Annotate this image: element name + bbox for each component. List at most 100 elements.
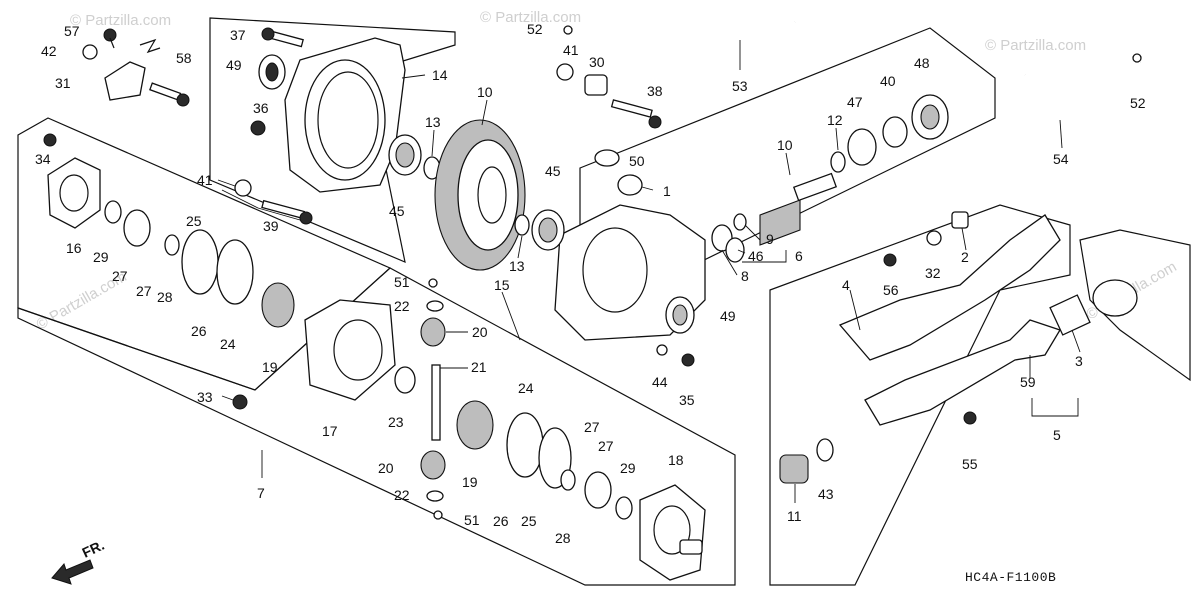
- part-label: 55: [962, 456, 978, 472]
- shim-29a: [104, 200, 122, 224]
- part-label: 45: [545, 163, 561, 179]
- bearing-45b-inner: [538, 217, 558, 243]
- case-bore-inner: [317, 71, 379, 169]
- part-label: 35: [679, 392, 695, 408]
- bolt-34: [43, 133, 57, 147]
- bolt-33: [232, 394, 248, 410]
- cover-18-stub: [679, 539, 703, 555]
- side-gear-19a: [261, 282, 295, 328]
- callout-33: [221, 395, 234, 401]
- clutch-24a: [216, 239, 254, 305]
- side-gear-19b: [456, 400, 494, 450]
- part-label: 34: [35, 151, 51, 167]
- part-label: 58: [176, 50, 192, 66]
- part-label: 43: [818, 486, 834, 502]
- callout-13a: [431, 129, 435, 157]
- cover-18-bore: [653, 505, 691, 555]
- washer-22a: [426, 300, 444, 312]
- part-label: 24: [518, 380, 534, 396]
- part-label: 19: [462, 474, 478, 490]
- part-label: 27: [584, 419, 600, 435]
- part-label: 32: [925, 265, 941, 281]
- collar-30: [584, 74, 608, 96]
- part-label: 10: [777, 137, 793, 153]
- clutch-24b: [506, 412, 544, 478]
- part-label: 40: [880, 73, 896, 89]
- part-label: 7: [257, 485, 265, 501]
- diff-case-17: [304, 299, 396, 401]
- breather-bracket-group: [82, 28, 190, 107]
- part-label: 25: [186, 213, 202, 229]
- front-arrow: FR.: [51, 537, 107, 585]
- washer-12: [830, 151, 846, 173]
- callout-41a: [217, 179, 236, 187]
- breather-hose-group: [556, 20, 796, 196]
- frame-outline: [1079, 229, 1191, 382]
- part-label: 49: [720, 308, 736, 324]
- part-label: 16: [66, 240, 82, 256]
- cover-16: [47, 157, 101, 229]
- spacer-23: [394, 366, 416, 394]
- part-label: 44: [652, 374, 668, 390]
- part-label: 59: [1020, 374, 1036, 390]
- pinion-20b: [420, 450, 446, 480]
- bolt-58-head: [176, 93, 190, 107]
- shim-28a: [164, 234, 180, 256]
- boot-4: [838, 214, 1061, 361]
- pinion-gear-10b: [759, 199, 801, 246]
- part-label: 53: [732, 78, 748, 94]
- part-label: 52: [1130, 95, 1146, 111]
- shaft-21: [431, 364, 441, 441]
- part-label: 30: [589, 54, 605, 70]
- o-ring-50: [594, 149, 620, 167]
- part-label: 9: [766, 231, 774, 247]
- part-label: 51: [394, 274, 410, 290]
- callout-54: [1059, 119, 1063, 149]
- part-label: 26: [493, 513, 509, 529]
- bolt-36: [250, 120, 266, 136]
- callout-46: [737, 249, 746, 254]
- bearing-45a-inner: [395, 142, 415, 168]
- callout-9: [744, 224, 761, 241]
- oil-seal-49-inner: [265, 62, 279, 82]
- driveshaft-boot-group: [779, 53, 1191, 484]
- part-label: 17: [322, 423, 338, 439]
- callout-10a: [481, 99, 488, 126]
- part-label: 3: [1075, 353, 1083, 369]
- part-label: 28: [157, 289, 173, 305]
- clutch-25a: [181, 229, 219, 295]
- part-label: 13: [509, 258, 525, 274]
- part-label: 47: [847, 94, 863, 110]
- shim-29b: [615, 496, 633, 520]
- part-label: 48: [914, 55, 930, 71]
- part-label: 29: [93, 249, 109, 265]
- part-label: 28: [555, 530, 571, 546]
- pinion-shaft: [792, 172, 838, 202]
- part-label: 5: [1053, 427, 1061, 443]
- part-label: 20: [472, 324, 488, 340]
- part-label: 21: [471, 359, 487, 375]
- callout-15: [501, 291, 521, 341]
- part-label: 50: [629, 153, 645, 169]
- watermark-text: © Partzilla.com: [70, 12, 171, 29]
- bolt-58: [149, 82, 182, 101]
- part-label: 24: [220, 336, 236, 352]
- part-label: 36: [253, 100, 269, 116]
- bracket-31: [104, 61, 146, 101]
- bearing-46: [725, 237, 745, 263]
- part-label: 46: [748, 248, 764, 264]
- callout-6: [742, 250, 787, 263]
- frame-bore: [1092, 279, 1138, 317]
- callout-14: [401, 74, 426, 79]
- part-label: 20: [378, 460, 394, 476]
- part-label: 27: [598, 438, 614, 454]
- part-label: 27: [136, 283, 152, 299]
- breather-tube-54-core: [1023, 60, 1142, 120]
- cover-bore: [582, 227, 648, 313]
- bolt-38-head: [648, 115, 662, 129]
- part-label: 37: [230, 27, 246, 43]
- callout-1: [641, 186, 654, 191]
- part-label: 8: [741, 268, 749, 284]
- callout-4: [849, 289, 861, 331]
